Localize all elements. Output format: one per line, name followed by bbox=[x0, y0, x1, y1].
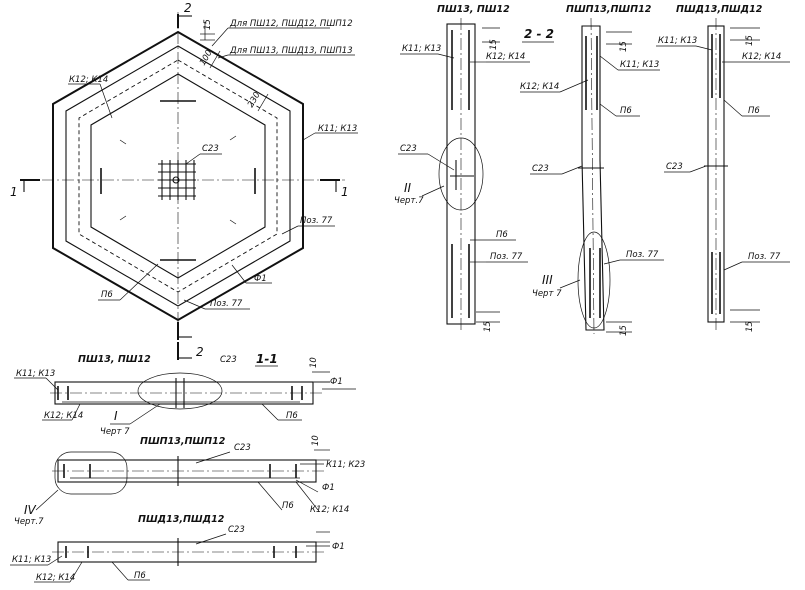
label-22-k11-k13-c: К11; К13 bbox=[658, 36, 697, 46]
section-2-2: ПШ13, ПШ12 ПШП13,ПШП12 ПШД13,ПШД12 2 - 2… bbox=[394, 4, 790, 336]
label-22-k11-k13-b: К11; К13 bbox=[620, 60, 659, 70]
detail-III: III bbox=[542, 273, 553, 287]
label-22-p6-c: П6 bbox=[748, 106, 760, 116]
cut-label-left: 1 bbox=[10, 185, 18, 199]
label-c23-c: С23 bbox=[228, 525, 245, 535]
chert7-b: Черт.7 bbox=[14, 517, 44, 527]
label-22-p6-a: П6 bbox=[496, 230, 508, 240]
label-22-k12-k14-b: К12; К14 bbox=[520, 82, 559, 92]
dim15-b-bot: 15 bbox=[619, 325, 629, 336]
label-22-c23-a: С23 bbox=[400, 144, 417, 154]
cut-label-right: 1 bbox=[341, 185, 349, 199]
detail-IV: IV bbox=[24, 503, 37, 517]
label-poz77-bottom: Поз. 77 bbox=[210, 299, 243, 309]
label-22-k11-k13-a: К11; К13 bbox=[402, 44, 441, 54]
central-mesh bbox=[158, 160, 196, 200]
detail-circle-III bbox=[577, 231, 611, 329]
dim15-b-top: 15 bbox=[619, 41, 629, 52]
hexagon-middle bbox=[65, 45, 291, 307]
note-psh13: Для ПШ13, ПШД13, ПШП13 bbox=[229, 46, 353, 56]
label-p6-b: П6 bbox=[282, 501, 294, 511]
label-22-k12-k14-c: К12; К14 bbox=[742, 52, 781, 62]
label-22-c23-b: С23 bbox=[532, 164, 549, 174]
label-f1-b: Ф1 bbox=[322, 483, 335, 493]
header-22-psh: ПШ13, ПШ12 bbox=[437, 4, 510, 15]
label-22-poz77-a: Поз. 77 bbox=[490, 252, 523, 262]
dim15-a-bot: 15 bbox=[483, 321, 493, 332]
detail-box-IV bbox=[54, 451, 128, 495]
plan-view: 1 1 2 bbox=[10, 1, 358, 340]
label-22-k12-k14-a: К12; К14 bbox=[486, 52, 525, 62]
label-k12-k14-a: К12; К14 bbox=[44, 411, 83, 421]
label-k12-k14-c: К12; К14 bbox=[36, 573, 75, 583]
label-22-poz77-c: Поз. 77 bbox=[748, 252, 781, 262]
dim-10-a: 10 bbox=[309, 357, 319, 368]
dim15-c-top: 15 bbox=[745, 35, 755, 46]
label-k11-k13-c: К11; К13 bbox=[12, 555, 51, 565]
cut-label-2-lower: 2 bbox=[196, 345, 204, 359]
header-psh13-psh12: ПШ13, ПШ12 bbox=[78, 354, 151, 365]
label-p6-c: П6 bbox=[134, 571, 146, 581]
label-f1: Ф1 bbox=[254, 274, 267, 284]
label-k11-k13-a: К11; К13 bbox=[16, 369, 55, 379]
column-b bbox=[581, 25, 605, 331]
dim15-a-top: 15 bbox=[489, 39, 499, 50]
dim-15-top: 15 bbox=[203, 19, 213, 30]
note-pshp12: Для ПШ12, ПШД12, ПШП12 bbox=[229, 19, 353, 29]
cut-label-top: 2 bbox=[184, 1, 192, 15]
label-k11-k13: К11; К13 bbox=[318, 124, 357, 134]
chert7-22-b: Черт 7 bbox=[532, 289, 562, 299]
label-22-c23-c: С23 bbox=[666, 162, 683, 172]
dim-10-b: 10 bbox=[311, 435, 321, 446]
label-p6: П6 bbox=[101, 290, 113, 300]
header-22-pshd: ПШД13,ПШД12 bbox=[676, 4, 763, 15]
label-c23-b: С23 bbox=[234, 443, 251, 453]
dim15-c-bot: 15 bbox=[745, 321, 755, 332]
label-p6-a: П6 bbox=[286, 411, 298, 421]
label-k12-k14: К12; К14 bbox=[69, 75, 108, 85]
header-pshd13: ПШД13,ПШД12 bbox=[138, 514, 225, 525]
label-k12-k14-b: К12; К14 bbox=[310, 505, 349, 515]
header-pshp13: ПШП13,ПШП12 bbox=[140, 436, 226, 447]
label-22-p6-b: П6 bbox=[620, 106, 632, 116]
chert7-a: Черт 7 bbox=[100, 427, 130, 437]
header-22-pshp: ПШП13,ПШП12 bbox=[566, 4, 652, 15]
header-c23-a: С23 bbox=[220, 355, 237, 365]
section-1-1: ПШ13, ПШ12 2 С23 1-1 10 Ф1 К11; К13 К12;… bbox=[10, 342, 365, 583]
label-22-poz77-b: Поз. 77 bbox=[626, 250, 659, 260]
label-poz77-right: Поз. 77 bbox=[300, 216, 333, 226]
detail-II: II bbox=[404, 181, 412, 195]
label-k11-k23: К11; К23 bbox=[326, 460, 365, 470]
label-f1-c: Ф1 bbox=[332, 542, 345, 552]
section-label-2-2: 2 - 2 bbox=[524, 27, 554, 41]
section-label-1-1: 1-1 bbox=[256, 352, 278, 366]
label-f1-a: Ф1 bbox=[330, 377, 343, 387]
detail-circle-II bbox=[438, 137, 484, 211]
detail-circle-I bbox=[137, 372, 223, 410]
detail-I: I bbox=[114, 409, 118, 423]
label-c23: С23 bbox=[202, 144, 219, 154]
chert7-22-a: Черт.7 bbox=[394, 196, 424, 206]
